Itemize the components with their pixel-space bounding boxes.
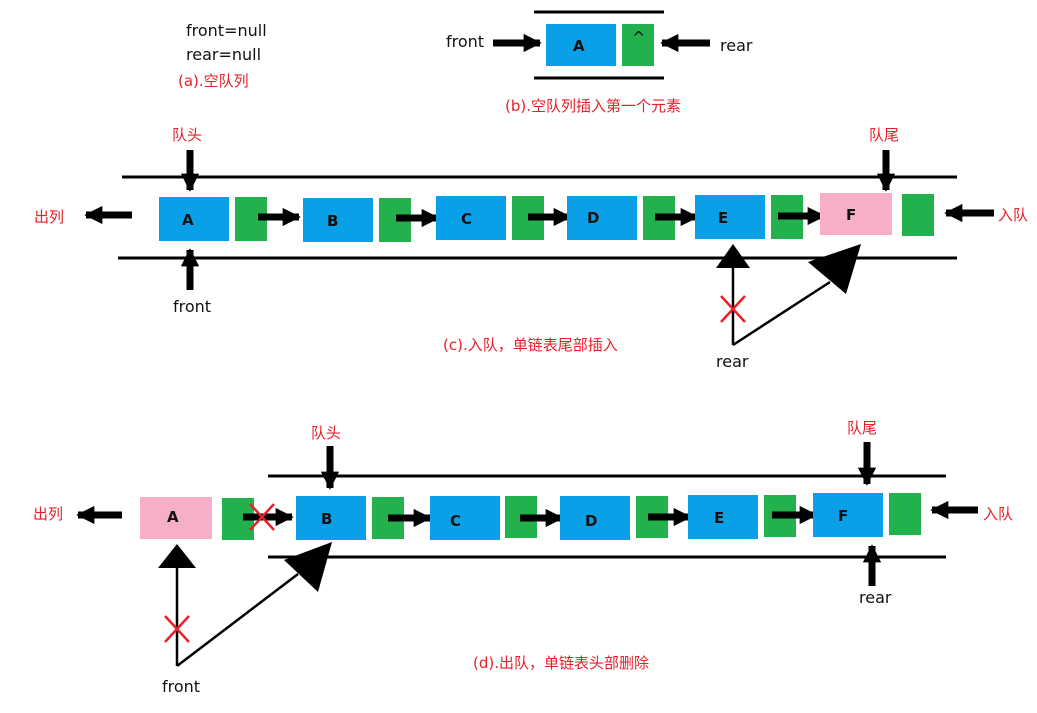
null-pointer: [622, 24, 654, 66]
node-b: [296, 496, 366, 540]
head-label: 队头: [172, 126, 202, 144]
enqueue-label: 入队: [983, 505, 1013, 523]
pointer-f: [902, 194, 934, 236]
caption-c: (c).入队，单链表尾部插入: [443, 336, 618, 354]
enqueue-label: 入队: [998, 206, 1028, 224]
node-a-label: A: [182, 211, 194, 229]
old-front-arrowhead: [158, 544, 196, 568]
new-rear-arrowhead: [808, 244, 861, 294]
node-a-removed: [140, 497, 212, 539]
cross-mark-icon-stroke: [720, 295, 746, 323]
node-c-label: C: [461, 210, 472, 228]
null-pointer-label: ^: [632, 28, 645, 47]
new-rear-line: [732, 280, 831, 347]
front-label: front: [162, 677, 200, 696]
node-d: [560, 496, 630, 540]
node-a-label: A: [573, 37, 585, 55]
rear-label: rear: [859, 588, 892, 607]
node-d-label: D: [585, 512, 597, 530]
node-f: [813, 493, 883, 537]
node-c: [430, 496, 500, 540]
dequeue-label: 出列: [34, 208, 64, 226]
panel-c: 队头 队尾 出列 入队 A B C D E F front: [34, 126, 1028, 371]
node-e: [688, 495, 758, 539]
front-null-text: front=null: [186, 21, 267, 40]
caption-d: (d).出队，单链表头部删除: [473, 654, 649, 672]
cross-mark-icon-stroke: [249, 503, 275, 531]
dequeue-label: 出列: [33, 505, 63, 523]
tail-label: 队尾: [847, 419, 877, 437]
rear-label: rear: [720, 36, 753, 55]
caption-a: (a).空队列: [178, 72, 249, 90]
new-front-line: [176, 573, 299, 667]
node-b-label: B: [327, 212, 338, 230]
caption-b: (b).空队列插入第一个元素: [505, 97, 681, 115]
node-f-label: F: [838, 507, 848, 525]
node-f-new: [820, 193, 892, 235]
node-a: [159, 197, 229, 241]
node-d-label: D: [587, 209, 599, 227]
rear-null-text: rear=null: [186, 45, 261, 64]
panel-a: front=null rear=null (a).空队列: [178, 21, 267, 90]
node-a-label: A: [167, 508, 179, 526]
panel-b: A ^ front rear (b).空队列插入第一个元素: [446, 10, 753, 115]
head-label: 队头: [311, 424, 341, 442]
panel-d: 队头 队尾 出列 入队 A B C D E F: [33, 419, 1013, 696]
node-c-label: C: [450, 512, 461, 530]
new-front-arrowhead: [284, 542, 332, 592]
cross-mark-icon-stroke: [164, 615, 190, 643]
front-label: front: [173, 297, 211, 316]
node-e: [695, 195, 765, 239]
rear-label: rear: [716, 352, 749, 371]
node-e-label: E: [714, 509, 724, 527]
node-f-label: F: [846, 206, 856, 224]
node-d: [567, 196, 637, 240]
front-label: front: [446, 32, 484, 51]
node-c: [436, 196, 506, 240]
tail-label: 队尾: [869, 126, 899, 144]
node-b: [303, 198, 373, 242]
node-b-label: B: [321, 510, 332, 528]
old-rear-arrowhead: [716, 244, 750, 268]
pointer-f: [889, 493, 921, 535]
node-a: [546, 24, 616, 66]
node-e-label: E: [718, 209, 728, 227]
